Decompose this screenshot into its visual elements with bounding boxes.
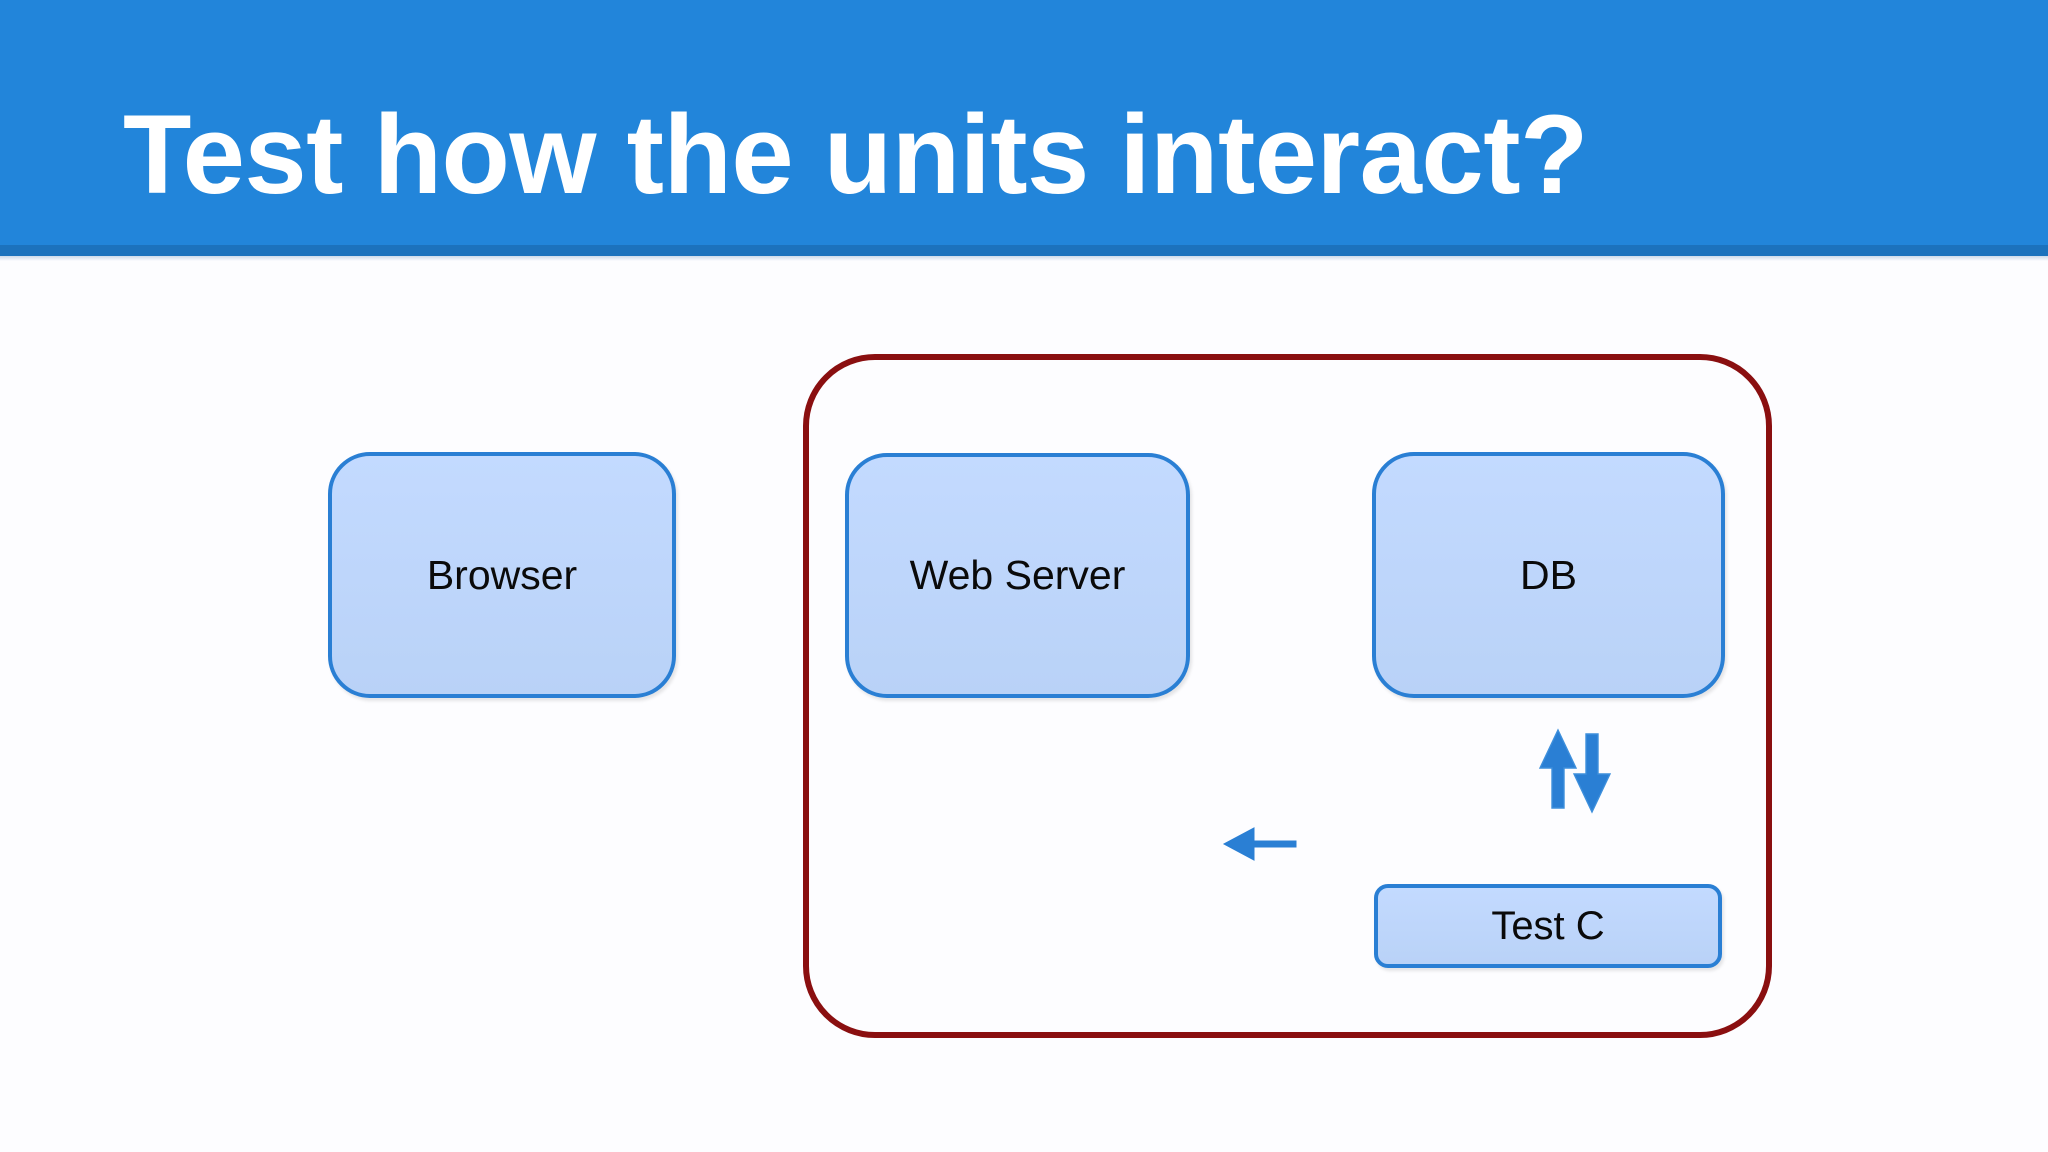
node-web-server[interactable]: Web Server: [845, 453, 1190, 698]
diagram-canvas: Browser Web Server DB Test C: [0, 261, 2048, 1152]
integration-scope-boundary: [803, 354, 1772, 1038]
header-shadow: [0, 256, 2048, 261]
node-browser[interactable]: Browser: [328, 452, 676, 698]
arrow-left-icon: [1222, 827, 1297, 861]
node-db-label: DB: [1520, 551, 1577, 598]
arrow-up-down-icon: [1538, 728, 1612, 814]
node-db[interactable]: DB: [1372, 452, 1725, 698]
node-browser-label: Browser: [426, 551, 578, 598]
node-web-server-label: Web Server: [909, 552, 1126, 598]
header-band: [0, 0, 2048, 245]
header-underline: [0, 245, 2048, 256]
node-test-c-label: Test C: [1491, 903, 1605, 948]
page-title: Test how the units interact?: [123, 92, 1588, 217]
node-test-c[interactable]: Test C: [1374, 884, 1722, 968]
